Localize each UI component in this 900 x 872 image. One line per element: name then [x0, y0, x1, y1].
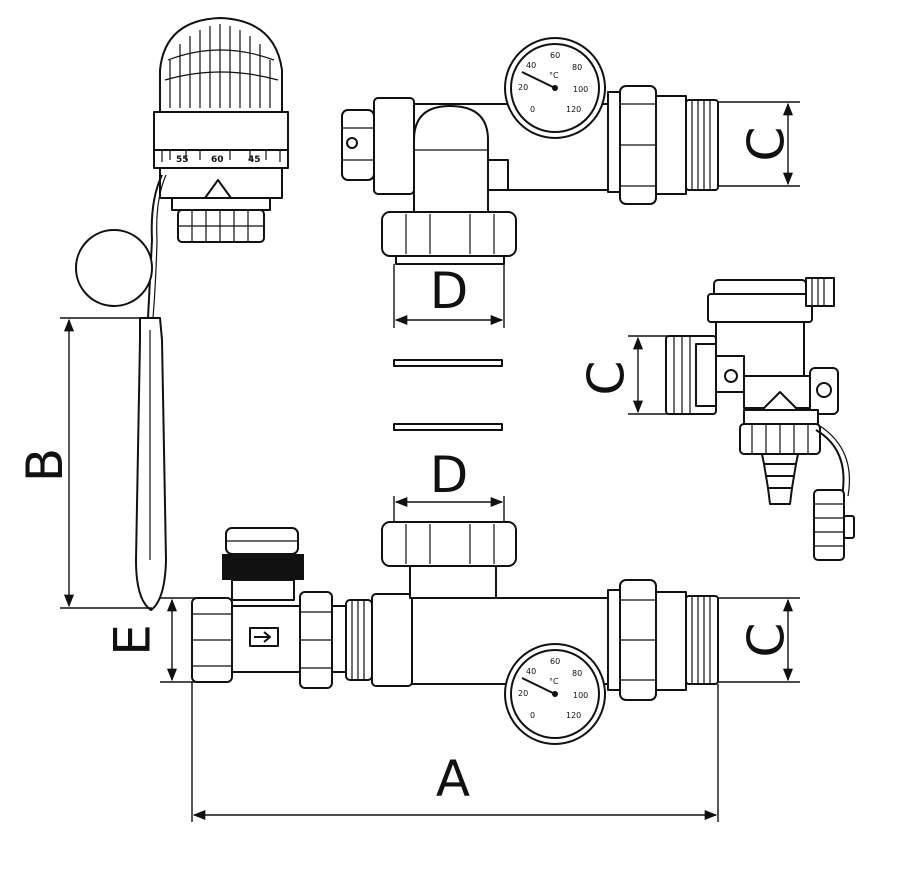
bottom-temperature-gauge: 0 20 40 60 80 100 120 °C [504, 643, 606, 745]
dimension-d-bottom-label: D [430, 446, 469, 504]
top-manifold [341, 85, 719, 265]
svg-text:40: 40 [526, 667, 536, 676]
dimension-c-top-label: C [738, 127, 796, 162]
svg-text:60: 60 [550, 51, 560, 60]
dimension-b: B [16, 317, 152, 609]
svg-text:120: 120 [566, 105, 581, 114]
dimension-c-top: C [718, 101, 800, 187]
dimension-d-top-label: D [430, 262, 469, 320]
bottom-manifold [191, 521, 719, 701]
svg-text:80: 80 [572, 669, 582, 678]
drain-valve-assembly [665, 277, 855, 561]
break-marks [393, 359, 503, 431]
dimension-e-label: E [104, 624, 162, 656]
top-temperature-gauge: 0 20 40 60 80 100 120 °C [504, 37, 606, 139]
dimension-c-right-label: C [578, 361, 636, 396]
dimension-e: E [104, 597, 196, 683]
svg-text:20: 20 [518, 83, 528, 92]
dimension-b-label: B [16, 448, 74, 482]
dimension-c-bottom-label: C [738, 623, 796, 658]
dimension-c-bottom: C [718, 597, 800, 683]
dimension-d-bottom: D [393, 446, 505, 526]
dimension-a-label: A [436, 750, 470, 808]
svg-text:0: 0 [530, 711, 535, 720]
thermostatic-head: 55 60 45 [147, 17, 289, 319]
svg-text:20: 20 [518, 689, 528, 698]
dimension-c-right: C [578, 335, 668, 415]
thermostat-scale-right: 45 [248, 155, 261, 165]
thermostat-scale-left: 55 [176, 155, 189, 165]
svg-text:100: 100 [573, 85, 588, 94]
svg-text:80: 80 [572, 63, 582, 72]
temperature-sensor-bulb [135, 317, 167, 611]
svg-text:120: 120 [566, 711, 581, 720]
capillary-coil [75, 229, 153, 307]
svg-text:40: 40 [526, 61, 536, 70]
svg-text:0: 0 [530, 105, 535, 114]
svg-text:°C: °C [549, 71, 559, 80]
dimension-d-top: D [393, 262, 505, 328]
svg-text:°C: °C [549, 677, 559, 686]
dimension-a: A [191, 682, 719, 822]
svg-text:60: 60 [550, 657, 560, 666]
thermostat-scale-center: 60 [211, 155, 224, 165]
svg-text:100: 100 [573, 691, 588, 700]
